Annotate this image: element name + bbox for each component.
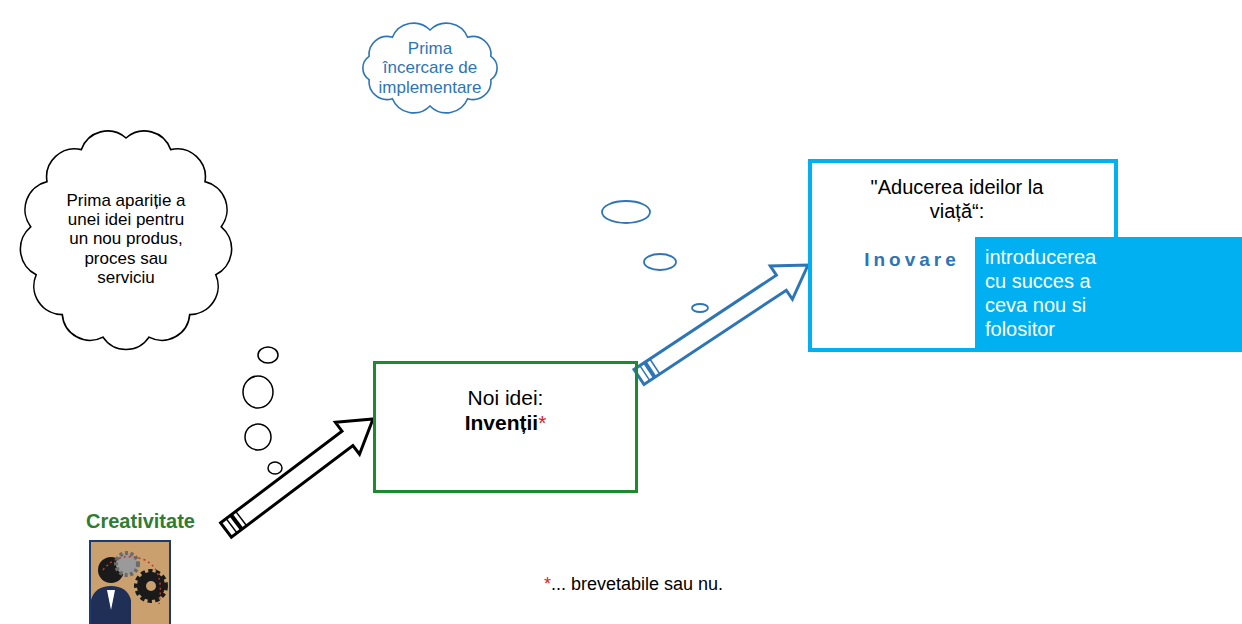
icon-heading: Creativitate xyxy=(86,510,195,533)
cloud-shape xyxy=(363,23,497,113)
footnote: *... brevetabile sau nu. xyxy=(544,574,723,595)
cloud-text: Prima apariție a unei idei pentru un nou… xyxy=(62,191,190,286)
gear xyxy=(116,553,138,575)
creativity-icon: Creativitate xyxy=(84,508,226,624)
footnote-text: ... brevetabile sau nu. xyxy=(551,574,723,594)
box-keyword: Invenții xyxy=(465,411,539,434)
thought-path xyxy=(103,557,160,604)
thought-cloud: Prima încercare de implementare xyxy=(352,18,508,118)
shirt xyxy=(107,590,115,610)
thought-cloud: Prima apariție a unei idei pentru un nou… xyxy=(16,126,236,352)
businessman-gears-icon xyxy=(89,540,171,624)
definition-text: introducerea cu succes a ceva nou si fol… xyxy=(985,245,1111,341)
gear-hole xyxy=(146,581,156,591)
left-bubbles xyxy=(243,347,282,474)
gear xyxy=(137,572,165,600)
icon-frame xyxy=(90,541,170,624)
footnote-mark: * xyxy=(538,411,546,434)
block-arrow xyxy=(634,265,808,385)
keyword-row: Invenții* xyxy=(465,411,547,435)
footnote-mark: * xyxy=(544,574,551,594)
cloud-shape xyxy=(20,131,231,349)
box-heading: "Aducerea ideilor la viață“: xyxy=(852,175,1062,223)
invention-box: Noi idei:Invenții* xyxy=(373,361,638,493)
arrow-tail-band xyxy=(650,359,660,374)
arrow-tail-band xyxy=(236,511,247,525)
box-heading: Noi idei: xyxy=(468,384,544,411)
definition-box: introducerea cu succes a ceva nou si fol… xyxy=(975,237,1242,352)
block-arrow-body xyxy=(634,265,808,385)
body xyxy=(91,586,131,624)
block-arrow xyxy=(221,419,373,537)
cloud-text: Prima încercare de implementare xyxy=(374,39,486,96)
block-arrow-body xyxy=(221,419,373,537)
top-bubbles xyxy=(602,201,708,312)
